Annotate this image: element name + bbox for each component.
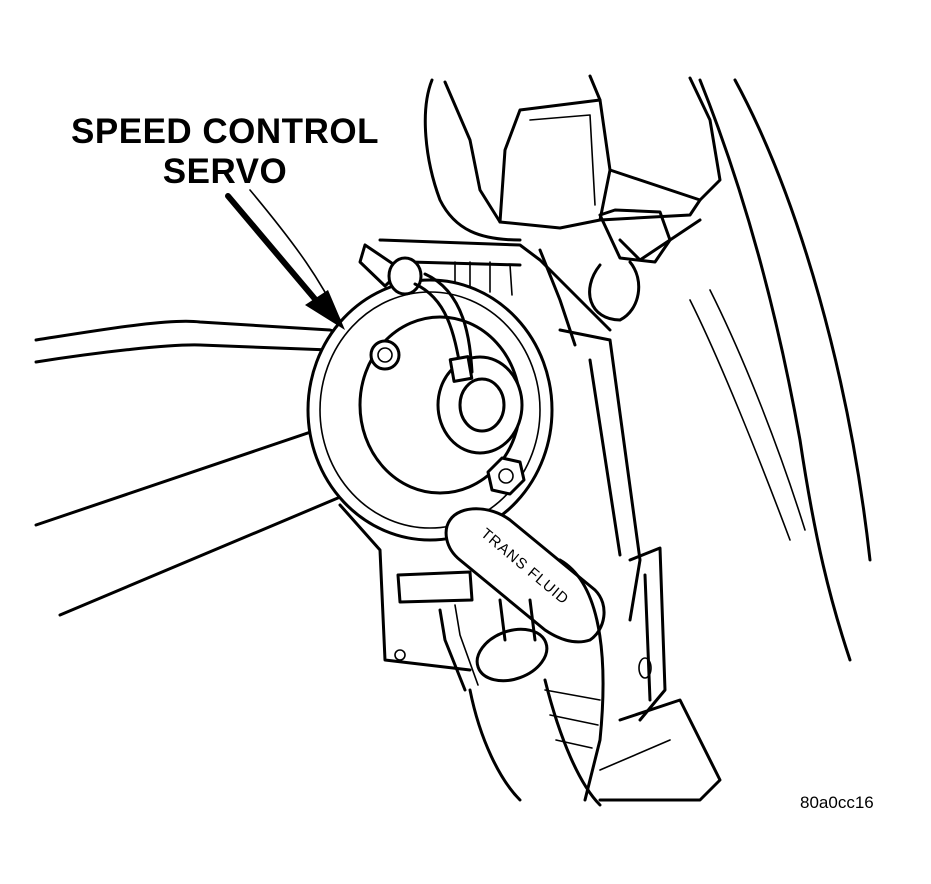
lower-bracket: [598, 546, 722, 802]
callout-line-2: SERVO: [162, 152, 288, 191]
callout-label: SPEED CONTROL SERVO: [30, 112, 420, 192]
arrow-head: [305, 290, 345, 330]
mounting-bracket: [378, 208, 702, 622]
callout-line-1: SPEED CONTROL: [71, 112, 379, 151]
upper-engine-block: [423, 74, 872, 662]
callout-arrow: [225, 189, 345, 330]
trans-fluid-dipstick: TRANS FLUID: [444, 507, 606, 807]
figure-id: 80a0cc16: [800, 793, 874, 812]
speed-control-servo: [306, 243, 554, 692]
